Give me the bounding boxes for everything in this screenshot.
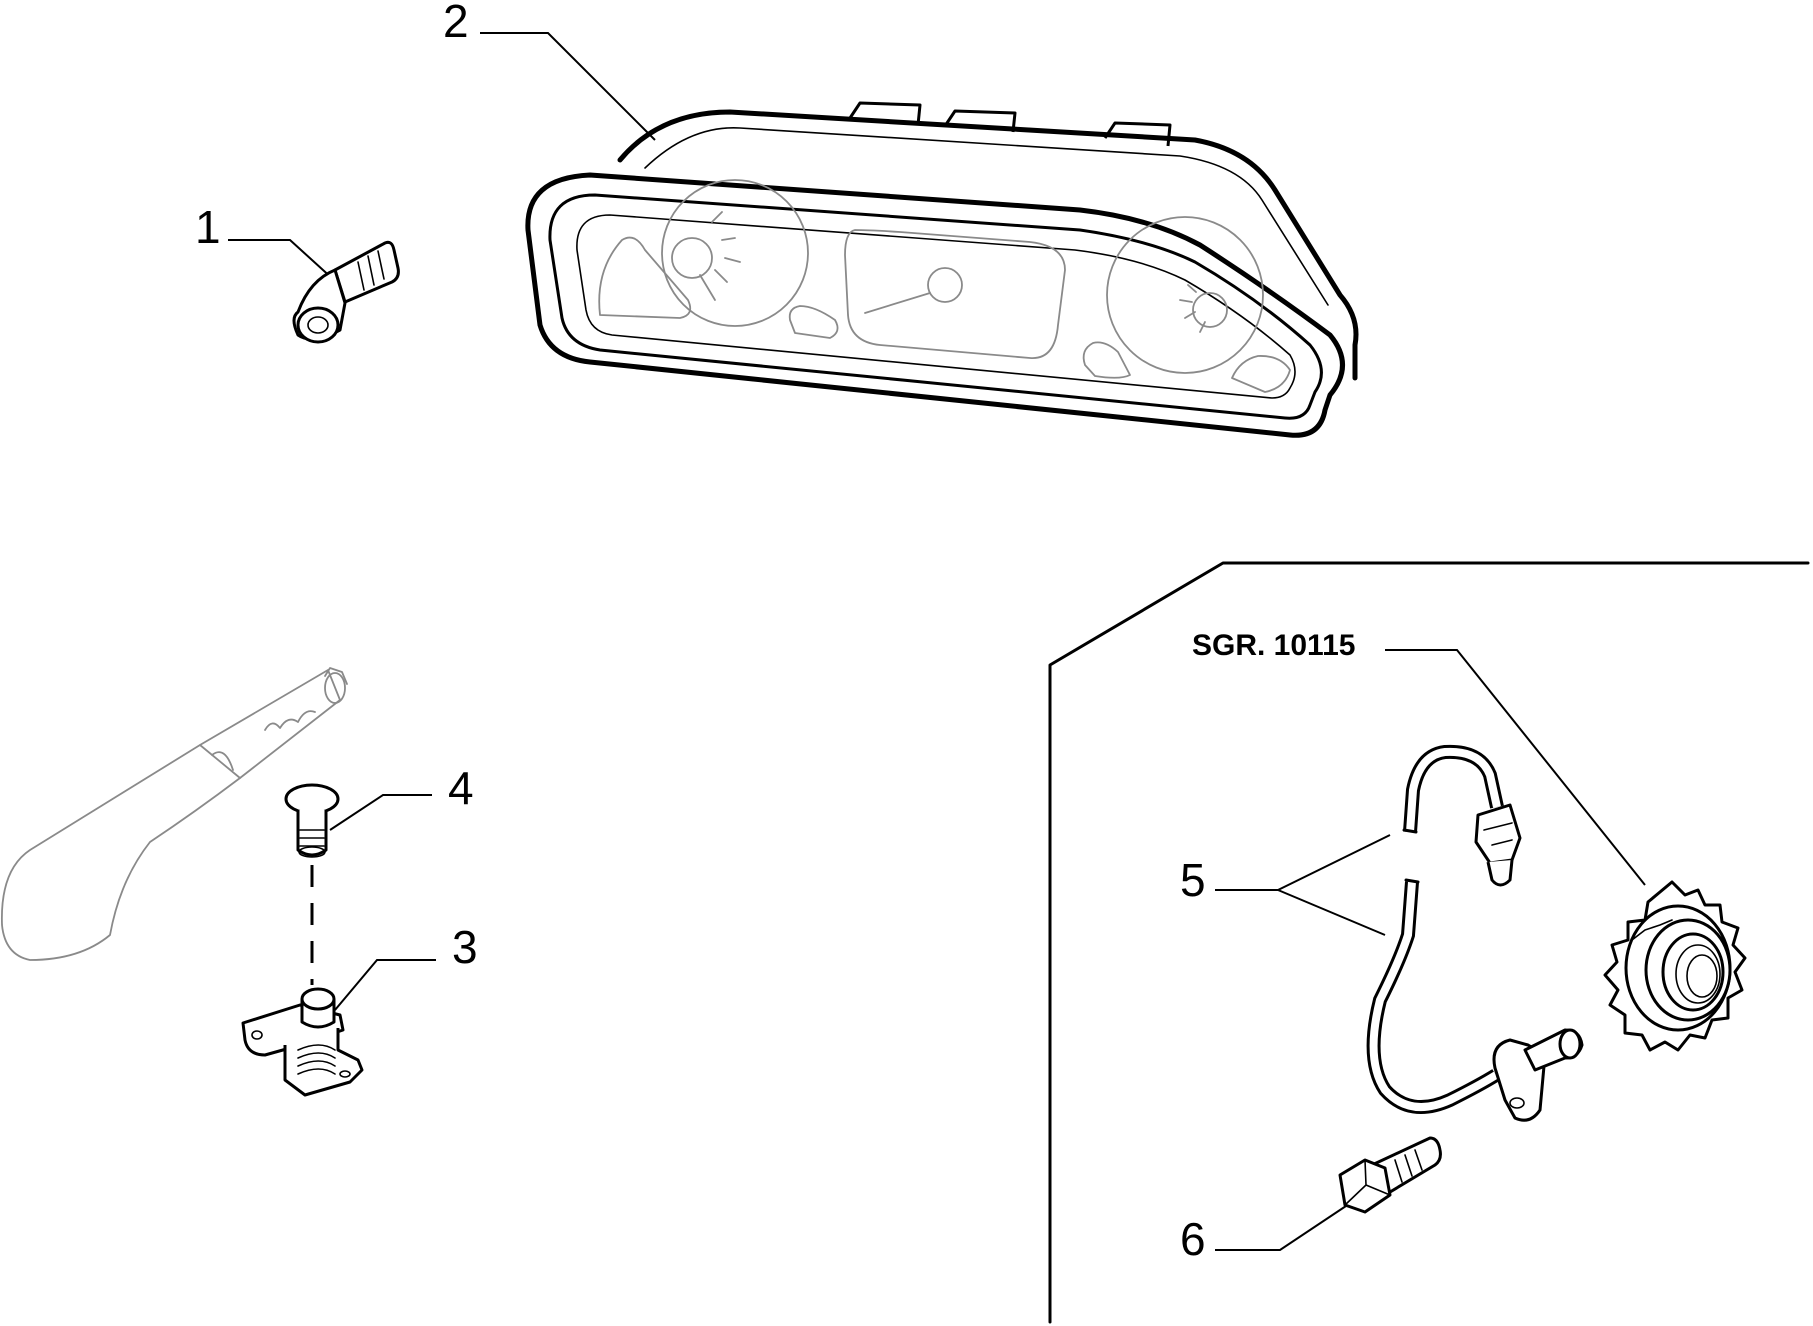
bolt-part-1 — [292, 240, 400, 344]
callout-ref-sgr: SGR. 10115 — [1192, 629, 1355, 662]
gauge-left — [661, 179, 809, 327]
leader-5b — [1277, 889, 1386, 936]
leader-2 — [480, 32, 656, 141]
bolt-part-6 — [1338, 1136, 1442, 1214]
leader-3 — [334, 959, 436, 1011]
callout-5: 5 — [1180, 854, 1206, 906]
leader-5a — [1215, 834, 1391, 891]
section-border — [1048, 561, 1810, 1324]
leader-lines — [228, 32, 1646, 1251]
callout-4: 4 — [448, 762, 474, 814]
leader-6 — [1215, 1199, 1356, 1251]
callout-1: 1 — [195, 201, 221, 253]
leader-4 — [329, 794, 432, 831]
sensor-cable-part-5 — [1366, 744, 1584, 1122]
toothed-wheel-ref — [1603, 880, 1747, 1052]
callout-3: 3 — [452, 921, 478, 973]
gauge-right — [1106, 216, 1264, 374]
gauge-center — [844, 229, 1066, 359]
switch-part-3 — [241, 987, 364, 1097]
handbrake-lever — [1, 667, 348, 961]
callout-2: 2 — [443, 0, 469, 47]
callout-6: 6 — [1180, 1213, 1206, 1265]
instrument-cluster-part-2 — [525, 101, 1359, 438]
screw-part-4 — [284, 783, 340, 858]
leader-ref — [1385, 649, 1646, 886]
